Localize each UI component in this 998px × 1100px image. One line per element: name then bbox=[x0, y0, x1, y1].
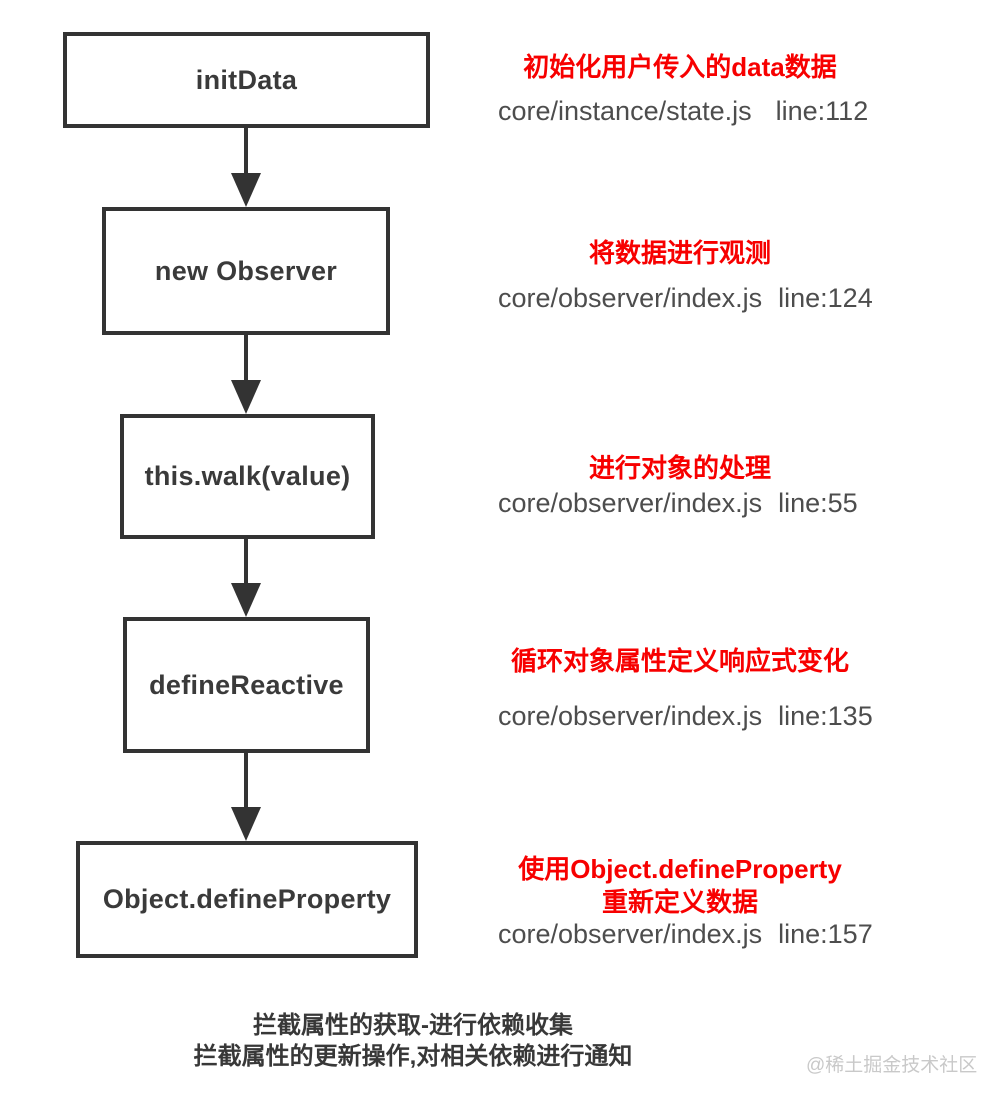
annotation-path-definereactive: core/observer/index.js line:135 bbox=[498, 701, 873, 731]
arrow-head bbox=[231, 173, 261, 207]
flow-node-this-walk: this.walk(value) bbox=[120, 414, 375, 539]
annotation-title-observer: 将数据进行观测 bbox=[588, 238, 771, 268]
flow-node-object-defineproperty: Object.defineProperty bbox=[76, 841, 418, 958]
annotation-title-walk: 进行对象的处理 bbox=[588, 453, 771, 483]
annotation-title-definereactive: 循环对象属性定义响应式变化 bbox=[510, 646, 849, 676]
line-number: line:112 bbox=[775, 96, 869, 126]
annotation-path-walk: core/observer/index.js line:55 bbox=[498, 488, 858, 518]
arrow-head bbox=[231, 583, 261, 617]
annotation-path-defineproperty: core/observer/index.js line:157 bbox=[498, 919, 873, 949]
arrow-down-icon bbox=[231, 753, 261, 841]
line-number: line:157 bbox=[778, 919, 873, 949]
arrow-head bbox=[231, 807, 261, 841]
arrow-shaft bbox=[244, 539, 248, 583]
footer-caption: 拦截属性的获取-进行依赖收集 拦截属性的更新操作,对相关依赖进行通知 bbox=[193, 1012, 633, 1070]
watermark-juejin: @稀土掘金技术社区 bbox=[806, 1055, 978, 1076]
flow-node-new-observer: new Observer bbox=[102, 207, 390, 335]
arrow-shaft bbox=[244, 753, 248, 807]
flow-node-initdata: initData bbox=[63, 32, 430, 128]
annotation-title-defineproperty: 使用Object.defineProperty 重新定义数据 bbox=[518, 854, 842, 917]
file-path: core/observer/index.js bbox=[498, 919, 763, 949]
arrow-shaft bbox=[244, 335, 248, 380]
file-path: core/observer/index.js bbox=[498, 283, 763, 313]
line-number: line:135 bbox=[778, 701, 873, 731]
annotation-path-initdata: core/instance/state.js line:112 bbox=[498, 96, 868, 126]
arrow-down-icon bbox=[231, 539, 261, 617]
file-path: core/instance/state.js bbox=[498, 96, 752, 126]
arrow-head bbox=[231, 380, 261, 414]
file-path: core/observer/index.js bbox=[498, 488, 763, 518]
arrow-down-icon bbox=[231, 335, 261, 414]
annotation-title-initdata: 初始化用户传入的data数据 bbox=[523, 52, 837, 82]
flow-node-definereactive: defineReactive bbox=[123, 617, 370, 753]
arrow-down-icon bbox=[231, 128, 261, 207]
file-path: core/observer/index.js bbox=[498, 701, 763, 731]
line-number: line:55 bbox=[778, 488, 858, 518]
annotation-path-observer: core/observer/index.js line:124 bbox=[498, 283, 873, 313]
arrow-shaft bbox=[244, 128, 248, 173]
line-number: line:124 bbox=[778, 283, 873, 313]
